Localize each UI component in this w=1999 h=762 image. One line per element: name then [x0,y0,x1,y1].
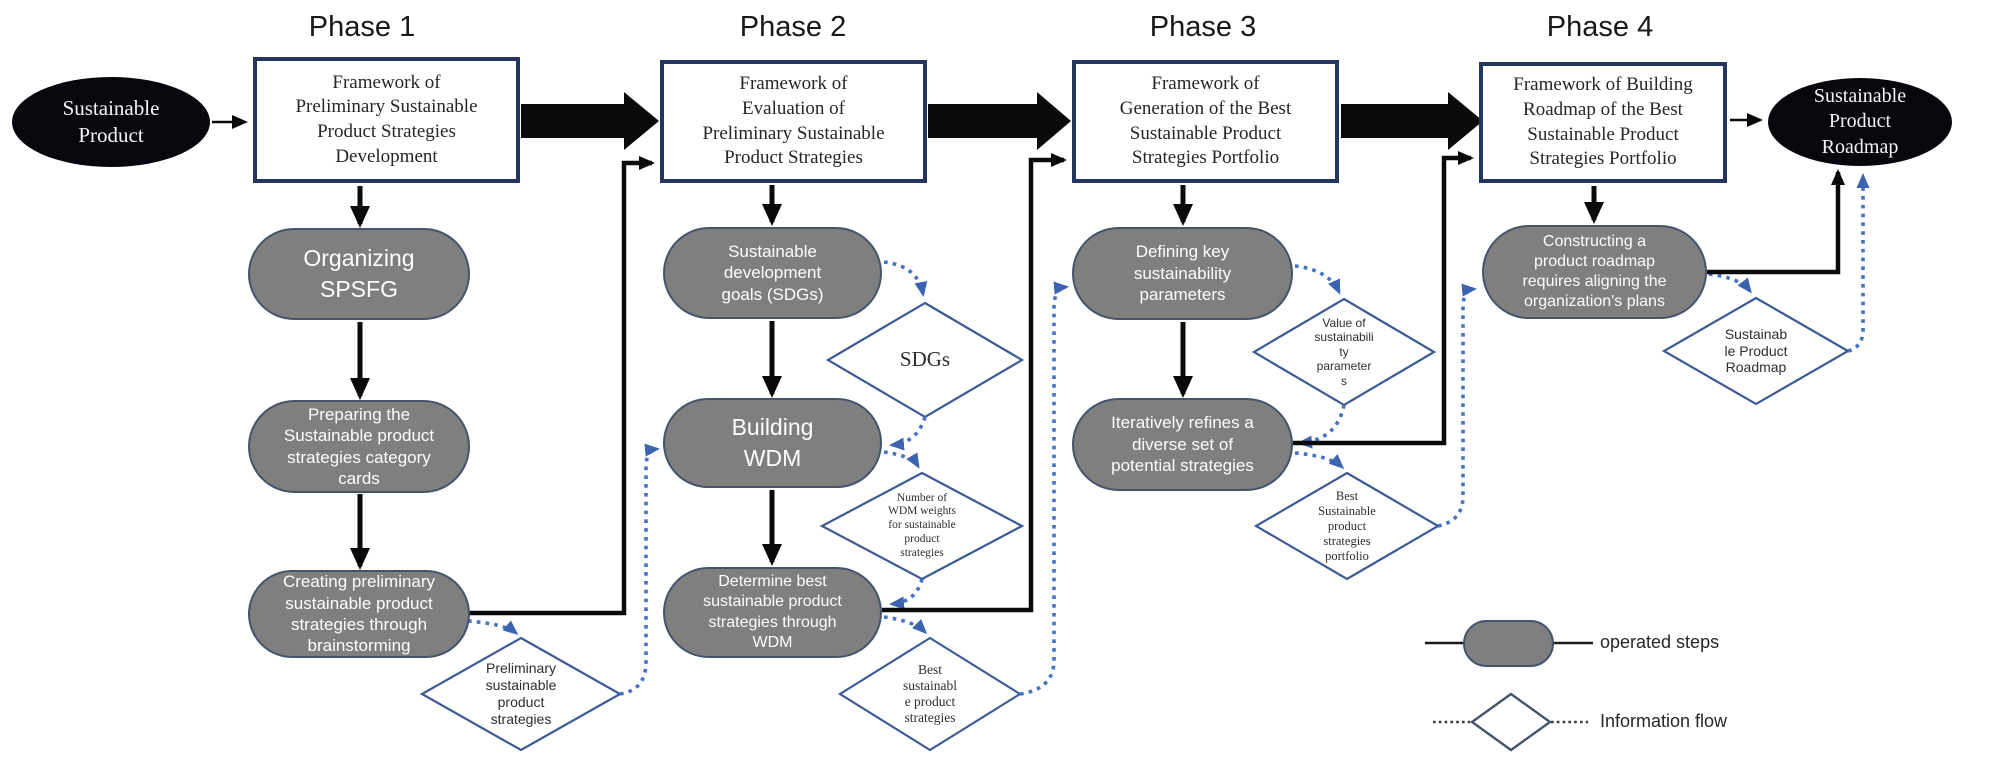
flow-sdgs-diamond-to-building-wdm [889,416,927,451]
framework-box-phase2: Framework of Evaluation of Preliminary S… [660,60,927,183]
framework-box-phase4: Framework of Building Roadmap of the Bes… [1479,62,1727,183]
flow-determine-to-best-strategies [883,615,928,635]
block-arrow-phase1-phase2 [521,92,659,150]
info-wdm-weights-label: Number of WDM weights for sustainable pr… [887,491,957,559]
step-defining-parameters: Defining key sustainability parameters [1072,227,1293,320]
flow-iteratively-to-portfolio [1294,451,1345,470]
start-terminal-sustainable-product: Sustainable Product [12,77,210,167]
arrow-constructing-to-end [1707,169,1845,275]
flow-defining-to-value [1294,264,1341,295]
step-organizing-spsfg: Organizing SPSFG [248,228,470,320]
flow-sdgstep-to-sdgs-diamond [883,260,928,297]
operated-step-arrows [212,113,1845,616]
phase-label-4: Phase 4 [1546,10,1654,43]
step-constructing-roadmap: Constructing a product roadmap requires … [1482,225,1707,319]
phase-label-2: Phase 2 [739,10,847,43]
legend-information-label: Information flow [1600,711,1728,731]
flow-roadmap-diamond-to-end [1847,173,1870,353]
flow-constructing-to-roadmap-diamond [1708,272,1752,294]
info-best-portfolio-label: Best Sustainable product strategies port… [1318,488,1376,563]
step-determine-best-strategies: Determine best sustainable product strat… [663,567,882,658]
step-preparing-category-cards: Preparing the Sustainable product strate… [248,400,470,493]
step-building-wdm: Building WDM [663,398,882,488]
information-flow-lines [467,173,1870,696]
phase-block-arrows [521,92,1483,150]
framework-box-phase1: Framework of Preliminary Sustainable Pro… [253,57,520,183]
info-value-parameters-label: Value of sustainabili ty parameter s [1314,316,1374,388]
framework-box-phase3: Framework of Generation of the Best Sust… [1072,60,1339,183]
info-preliminary-strategies-shape [419,636,623,752]
arrow-determine-to-box3 [882,153,1067,613]
block-arrow-phase3-phase4 [1341,92,1483,150]
step-sustainable-development-goals: Sustainable development goals (SDGs) [663,227,882,319]
step-creating-preliminary-strategies: Creating preliminary sustainable product… [248,570,470,658]
info-sdgs-label: SDGs [899,347,951,372]
legend-shapes [1425,641,1593,752]
flow-building-wdm-to-weights [883,450,920,469]
legend-operated-label: operated steps [1600,632,1720,652]
info-best-strategies-shape [837,636,1023,752]
legend-operated-shape [1463,620,1554,667]
flow-weights-to-determine [889,578,924,610]
info-best-strategies-label: Best sustainabl e product strategies [903,661,957,726]
flow-best-strategies-to-defining [1019,281,1069,696]
arrow-iteratively-to-box4 [1293,151,1474,446]
info-roadmap-shape [1661,296,1851,406]
flow-value-to-iteratively [1297,404,1346,449]
info-diamond-shapes [419,296,1851,752]
info-best-portfolio-shape [1253,471,1441,581]
arrow-creating-to-box2 [467,156,655,616]
step-iteratively-refines: Iteratively refines a diverse set of pot… [1072,398,1293,491]
flow-creating-to-preliminary [467,619,519,635]
block-arrow-phase2-phase3 [928,92,1071,150]
flow-portfolio-to-constructing [1437,283,1477,528]
end-terminal-sustainable-product-roadmap: Sustainable Product Roadmap [1768,78,1952,166]
flow-preliminary-to-building-wdm [619,443,660,696]
legend-info-diamond [1469,692,1553,752]
phase-label-1: Phase 1 [308,10,416,43]
info-preliminary-strategies-label: Preliminary sustainable product strategi… [485,660,557,727]
info-roadmap-label: Sustainab le Product Roadmap [1724,325,1788,376]
phase-label-3: Phase 3 [1149,10,1257,43]
